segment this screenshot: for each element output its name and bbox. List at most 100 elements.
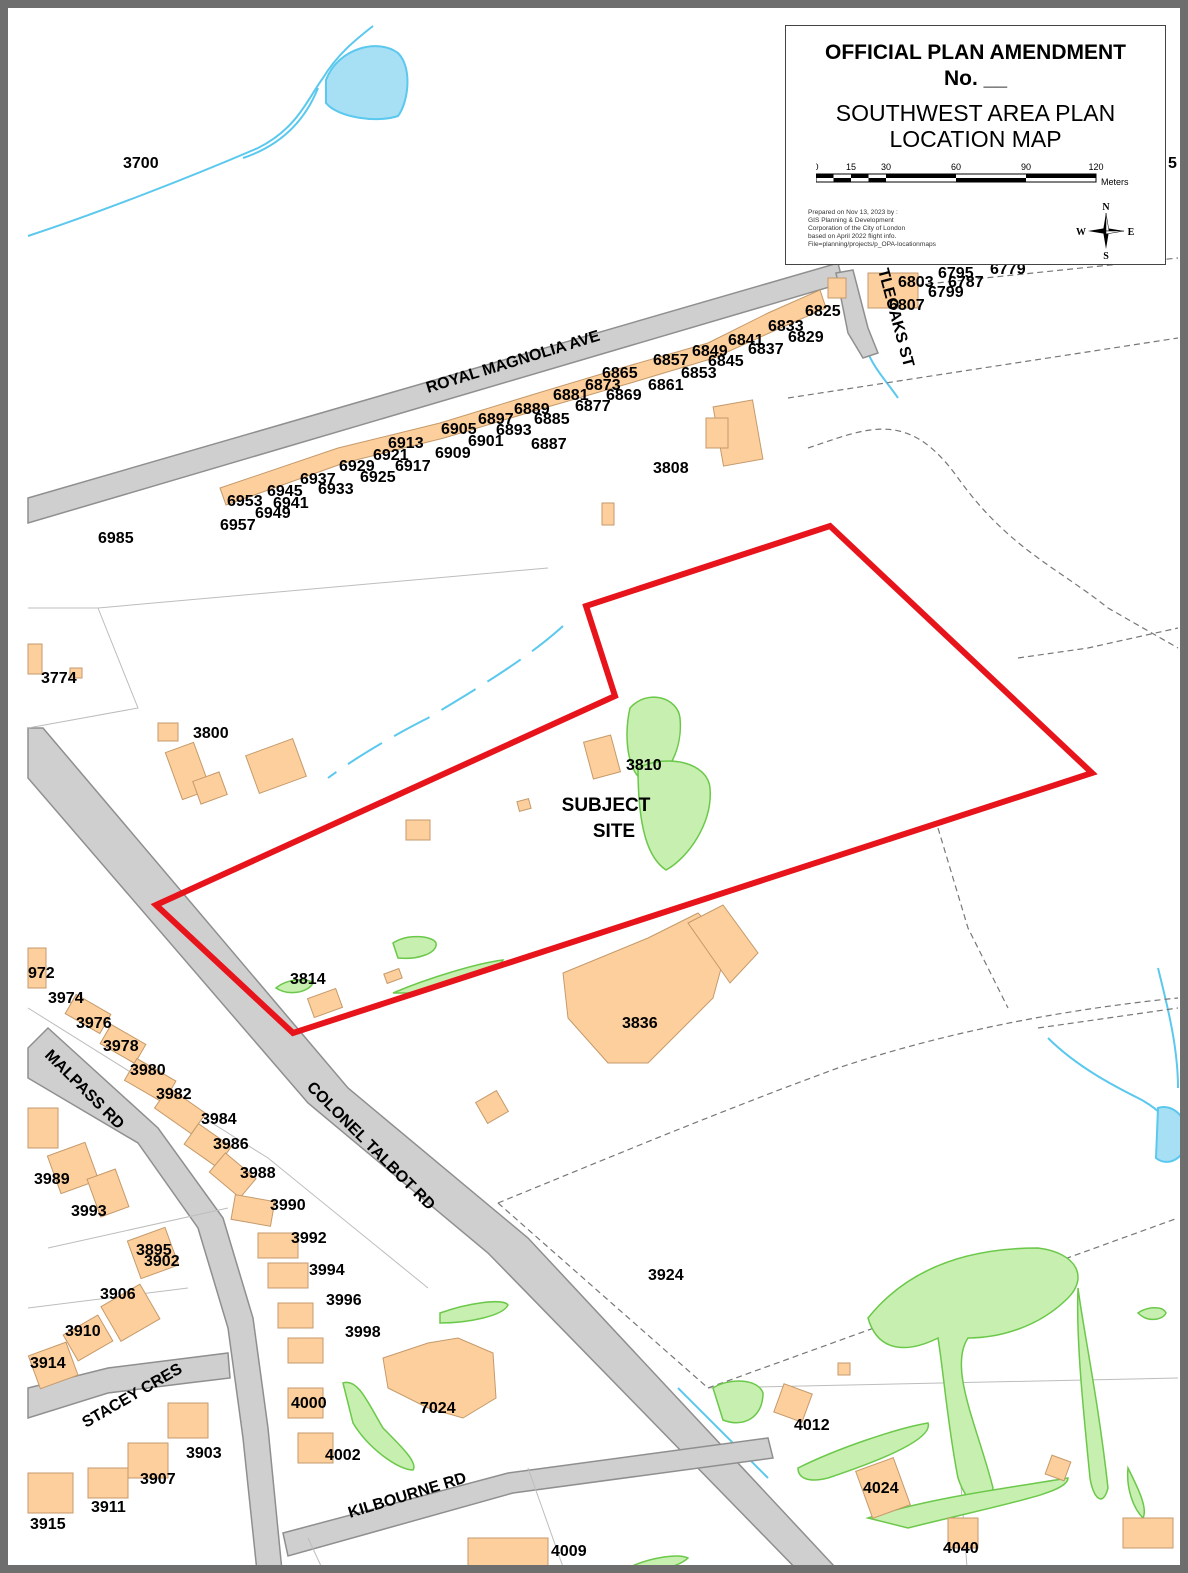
subject-site-label-line2: SITE bbox=[593, 821, 635, 842]
parcel-label: 7024 bbox=[420, 1400, 456, 1417]
parcel-label: 3992 bbox=[291, 1230, 327, 1247]
parcel-label: 6861 bbox=[648, 377, 684, 394]
parcel-label: 3800 bbox=[193, 725, 229, 742]
subject-site-label-line1: SUBJECT bbox=[562, 795, 651, 816]
scale-tick-label: 120 bbox=[1088, 162, 1103, 172]
parcel-label: 6893 bbox=[496, 422, 532, 439]
parcel-label: 6933 bbox=[318, 481, 354, 498]
parcel-label: 3986 bbox=[213, 1136, 249, 1153]
proposed-lots bbox=[497, 257, 1179, 1389]
credit-line: Corporation of the City of London bbox=[808, 225, 906, 232]
legend-subtitle-line1: SOUTHWEST AREA PLAN bbox=[835, 100, 1116, 126]
vegetation bbox=[274, 696, 1167, 1565]
legend-credits: Prepared on Nov 13, 2023 by : GIS Planni… bbox=[808, 209, 936, 249]
parcel-label: 3895 bbox=[136, 1242, 172, 1259]
malpass-road bbox=[27, 1026, 283, 1565]
parcel-label: 6937 bbox=[300, 471, 336, 488]
parcel-label: 5 bbox=[1168, 155, 1177, 172]
parcel-label: 3982 bbox=[156, 1086, 192, 1103]
legend-title-line2: No. __ bbox=[943, 67, 1008, 90]
credit-line: GIS Planning & Development bbox=[808, 217, 894, 224]
townhouse-row bbox=[219, 289, 827, 506]
parcel-label: 6833 bbox=[768, 318, 804, 335]
parcel-label: 3993 bbox=[71, 1203, 107, 1220]
subject-site-boundary bbox=[150, 522, 1098, 1037]
parcel-label: 6945 bbox=[267, 483, 303, 500]
parcel-label: 3902 bbox=[144, 1253, 180, 1270]
parcel-label: 3814 bbox=[290, 971, 326, 988]
parcel-label: 6921 bbox=[373, 447, 409, 464]
parcel-label: 3976 bbox=[76, 1015, 112, 1032]
parcel-label: 6985 bbox=[98, 530, 134, 547]
parcel-label: 6909 bbox=[435, 445, 471, 462]
parcel-label: 6857 bbox=[653, 352, 689, 369]
parcel-label: 3924 bbox=[648, 1267, 684, 1284]
parcel-label: 3911 bbox=[91, 1499, 126, 1516]
parcel-label: 4000 bbox=[291, 1395, 327, 1412]
parcel-label: 6825 bbox=[805, 303, 841, 320]
parcel-label: 3914 bbox=[30, 1355, 66, 1372]
scale-segments bbox=[816, 173, 1097, 183]
credit-line: File=planning/projects/p_OPA-locationmap… bbox=[808, 241, 936, 248]
parcel-label: 6803 bbox=[898, 274, 934, 291]
parcel-label: 6885 bbox=[534, 411, 570, 428]
west-houses bbox=[27, 947, 334, 1514]
parcel-label: 3808 bbox=[653, 460, 689, 477]
parcel-label: 6889 bbox=[514, 401, 550, 418]
compass-s: S bbox=[1103, 251, 1109, 261]
parcel-label: 6795 bbox=[938, 265, 974, 282]
parcel-label: 3974 bbox=[48, 990, 84, 1007]
parcel-label: 6925 bbox=[360, 469, 396, 486]
legend-title-line1: OFFICIAL PLAN AMENDMENT bbox=[825, 41, 1126, 64]
parcel-label: 6787 bbox=[948, 274, 984, 291]
parcel-label: 6807 bbox=[889, 297, 925, 314]
parcel-label: 972 bbox=[28, 965, 55, 982]
parcel-label: 3910 bbox=[65, 1323, 101, 1340]
parcel-label: 6905 bbox=[441, 421, 477, 438]
stacey-road bbox=[27, 1352, 231, 1420]
parcel-label: 6941 bbox=[273, 495, 309, 512]
scale-tick-label: 0 bbox=[816, 162, 819, 172]
parcel-label: 6877 bbox=[575, 398, 611, 415]
buildings bbox=[27, 272, 1174, 1565]
parcel-label: 3836 bbox=[622, 1015, 658, 1032]
parcel-label: 3906 bbox=[100, 1286, 136, 1303]
scale-tick-label: 90 bbox=[1021, 162, 1031, 172]
credit-line: based on April 2022 flight info. bbox=[808, 233, 897, 240]
parcel-label: 6779 bbox=[990, 261, 1026, 278]
colonel-talbot-road bbox=[27, 727, 835, 1565]
parcel-label: 6881 bbox=[553, 387, 589, 404]
parcel-label: 6837 bbox=[748, 341, 784, 358]
parcel-label: 4040 bbox=[943, 1540, 979, 1557]
parcel-label: 3994 bbox=[309, 1262, 345, 1279]
scale-unit: Meters bbox=[1101, 177, 1129, 187]
parcel-label: 6917 bbox=[395, 458, 431, 475]
compass-w: W bbox=[1076, 227, 1086, 238]
parcel-label: 3988 bbox=[240, 1165, 276, 1182]
parcel-label: 3998 bbox=[345, 1324, 381, 1341]
parcel-label: 3700 bbox=[123, 155, 159, 172]
parcel-label: 6953 bbox=[227, 493, 263, 510]
parcel-label: 6873 bbox=[585, 377, 621, 394]
parcel-label: 6865 bbox=[602, 365, 638, 382]
parcel-label: 3907 bbox=[140, 1471, 176, 1488]
pond-east bbox=[1154, 1106, 1180, 1163]
parcel-label: 3984 bbox=[201, 1111, 237, 1128]
parcel-label: 6853 bbox=[681, 365, 717, 382]
parcel-label: 4002 bbox=[325, 1447, 361, 1464]
parcel-label: 3903 bbox=[186, 1445, 222, 1462]
parcel-label: 6829 bbox=[788, 329, 824, 346]
parcel-label: 3915 bbox=[30, 1516, 66, 1533]
credit-line: Prepared on Nov 13, 2023 by : bbox=[808, 209, 898, 216]
parcel-label: 6929 bbox=[339, 458, 375, 475]
parcel-label: 3774 bbox=[41, 670, 77, 687]
parcel-label: 6957 bbox=[220, 517, 256, 534]
parcel-label: 3810 bbox=[626, 757, 662, 774]
location-map: ROYAL MAGNOLIA AVE COLONEL TALBOT RD MAL… bbox=[27, 25, 1180, 1565]
parcel-label: 6887 bbox=[531, 436, 567, 453]
parcel-label: 6799 bbox=[928, 284, 964, 301]
parcel-label: 3980 bbox=[130, 1062, 166, 1079]
kilbourne-road bbox=[282, 1437, 774, 1557]
parcel-label: 3996 bbox=[326, 1292, 362, 1309]
